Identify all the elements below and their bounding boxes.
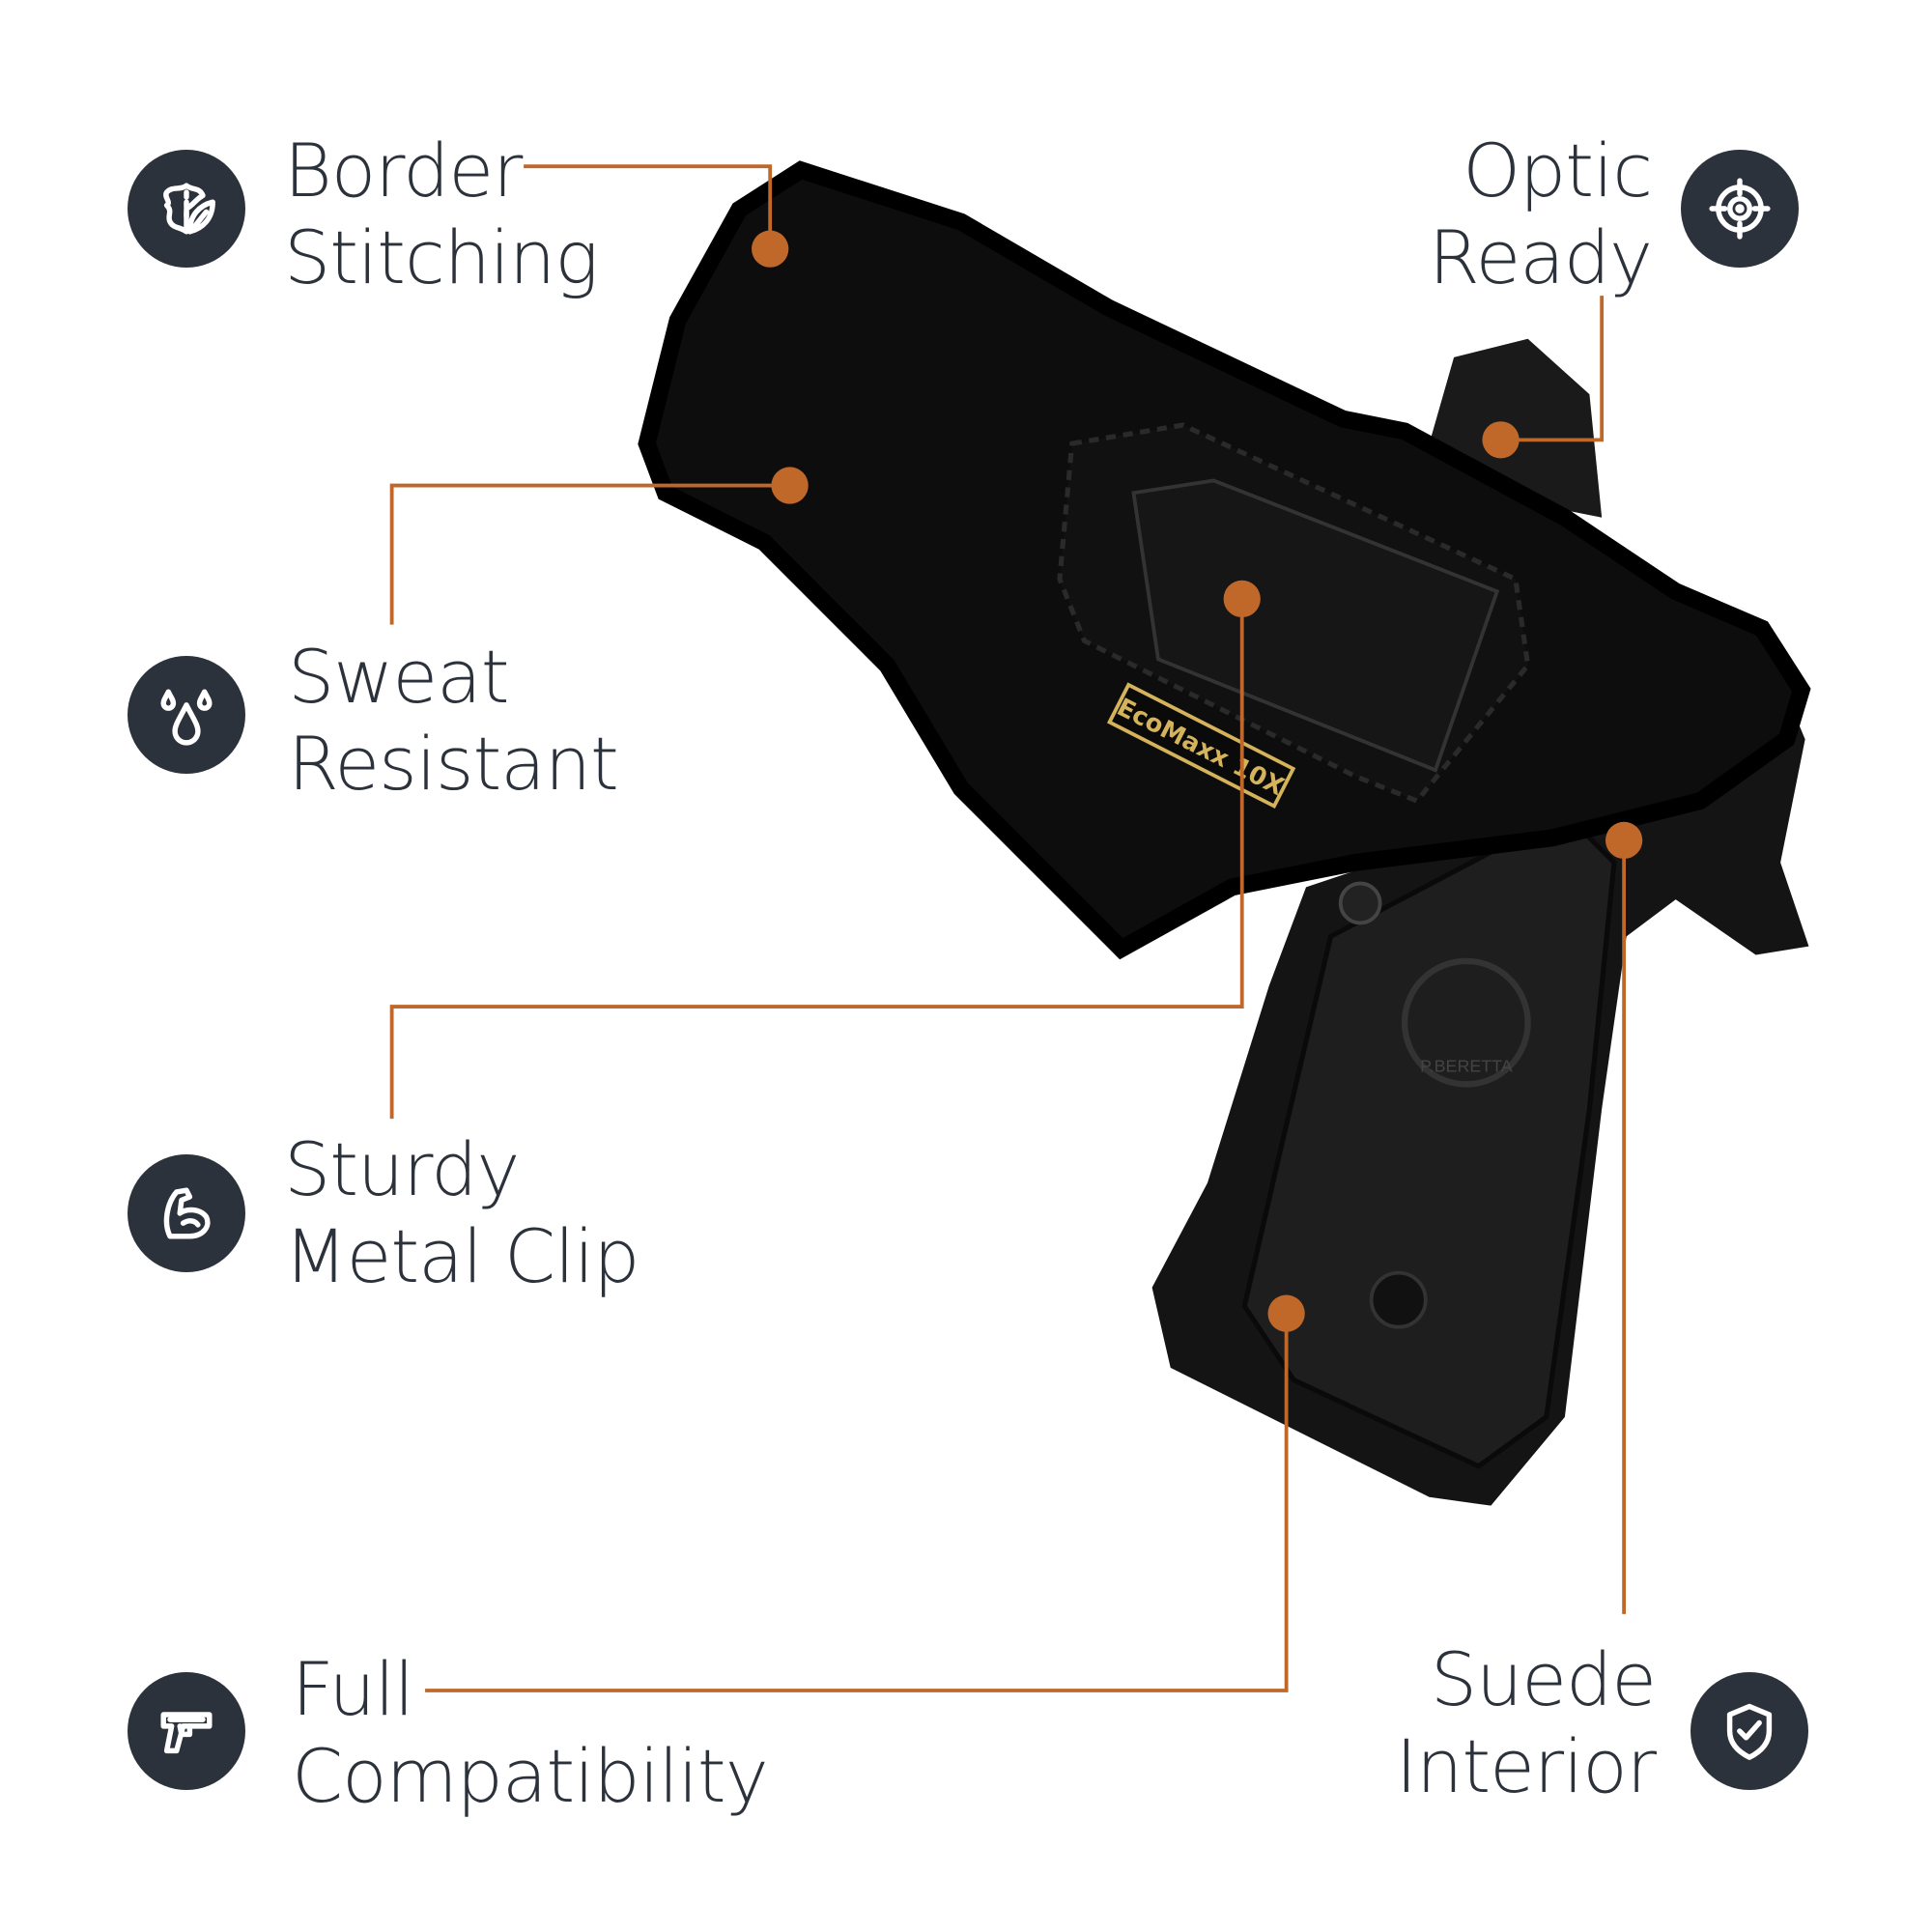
callout-dot [1267,1294,1305,1332]
feature-sweat-resistant: Sweat Resistant [288,634,619,808]
red-dot-optic [1429,338,1603,518]
feature-title: Metal Clip [284,1213,640,1299]
metal-clip [1131,478,1500,773]
grip-logo: P.BERETTA [1420,1057,1513,1076]
pistol: P.BERETTA [1151,338,1809,1506]
feature-sturdy-metal-clip: Sturdy Metal Clip [284,1126,640,1300]
callout-sweat-resistant [389,483,790,625]
feature-optic-ready: Optic Ready [1429,128,1653,301]
feature-title: Compatibility [292,1733,769,1819]
callout-dot [1223,580,1261,618]
leather-leaf-icon [128,150,245,268]
callout-dot [771,467,809,504]
callout-optic-ready [1500,296,1605,442]
feature-title: Ready [1429,214,1653,300]
callout-sturdy-metal-clip [389,598,1244,1120]
holster: EcoMaxx 10X [638,160,1811,960]
water-drops-icon [128,656,245,774]
flexed-arm-icon [128,1154,245,1272]
callout-dot [1482,421,1520,459]
feature-full-compatibility: Full Compatibility [292,1646,769,1820]
feature-suede-interior: Suede Interior [1395,1636,1657,1810]
feature-title: Full [292,1646,414,1732]
crosshair-icon [1681,150,1799,268]
callout-dot [752,230,789,268]
callout-full-compatibility [425,1313,1289,1692]
shield-check-icon [1690,1672,1808,1790]
feature-title: Sweat [288,634,510,720]
callout-border-stitching [524,164,773,249]
feature-title: Sturdy [284,1126,520,1212]
feature-title: Optic [1463,128,1653,213]
feature-title: Suede [1430,1636,1657,1722]
callout-dots [752,230,1643,1332]
feature-title: Stitching [284,214,599,300]
pistol-icon [128,1672,245,1790]
feature-title: Border [284,128,523,213]
callout-lines [389,164,1627,1692]
callout-dot [1605,821,1643,860]
feature-title: Interior [1395,1723,1657,1809]
feature-title: Resistant [288,721,619,807]
feature-border-stitching: Border Stitching [284,128,599,301]
